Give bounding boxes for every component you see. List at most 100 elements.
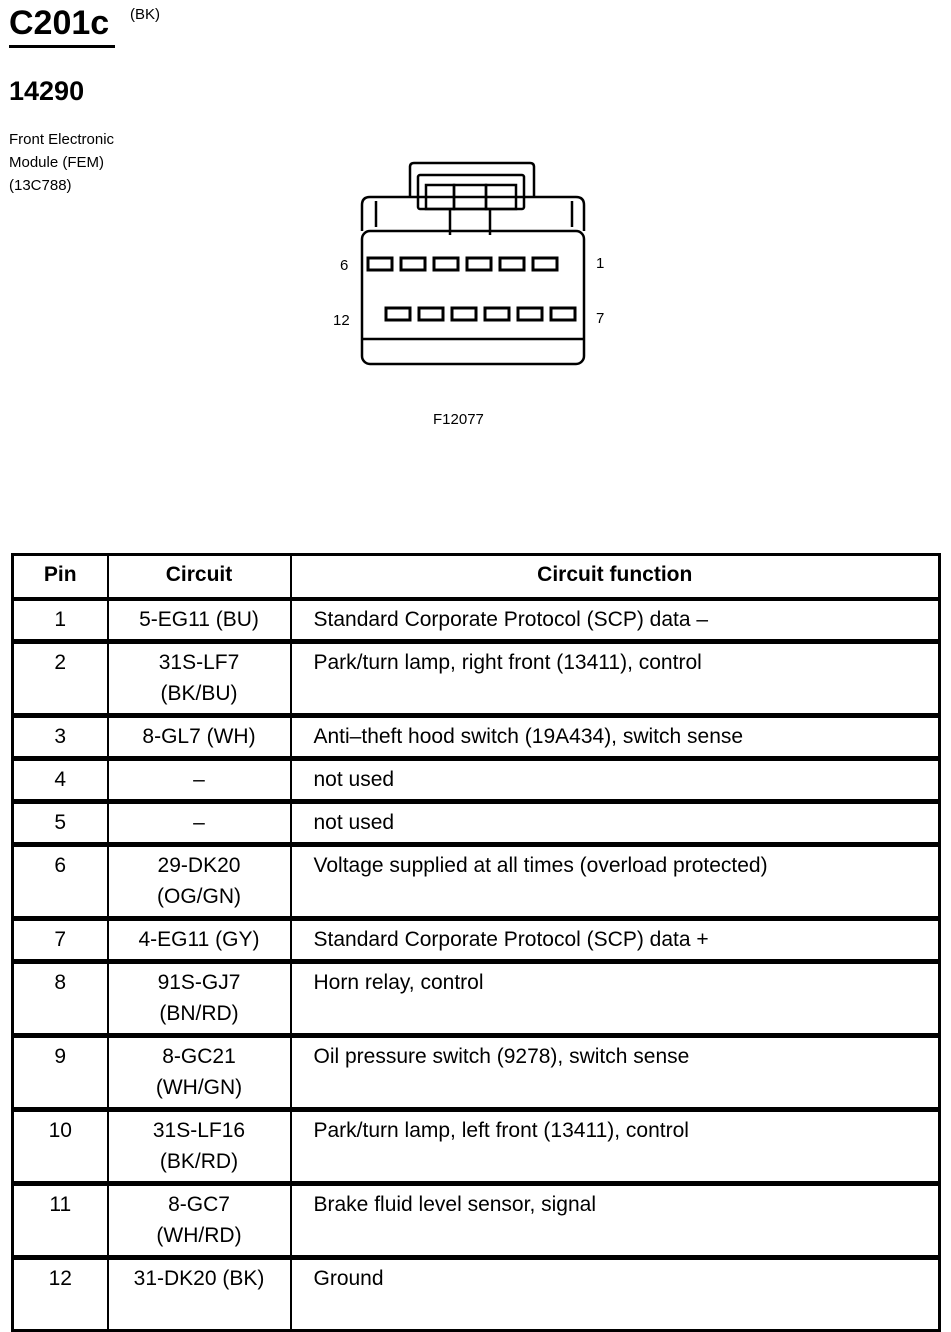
cell-circuit: 31S-LF16 (BK/RD) [106, 1108, 292, 1185]
cell-circuit: 8-GL7 (WH) [106, 714, 292, 760]
circuit-line: (BK/BU) [160, 682, 238, 705]
pin-cavity [531, 256, 559, 272]
circuit-line: 29-DK20 [157, 854, 241, 877]
cell-pin: 5 [11, 800, 109, 846]
circuit-line: 91S-GJ7 [157, 971, 241, 994]
cell-pin: 1 [11, 598, 109, 643]
pin-cavity [399, 256, 427, 272]
circuit-line: 8-GC7 [168, 1193, 230, 1216]
cell-circuit: 5-EG11 (BU) [106, 598, 292, 643]
pin-cavity [516, 306, 544, 322]
pin-label-12: 12 [333, 312, 350, 329]
cell-circuit: 91S-GJ7 (BN/RD) [106, 960, 292, 1037]
pin-label-7: 7 [596, 310, 604, 327]
cell-circuit: 29-DK20 (OG/GN) [106, 843, 292, 920]
pin-cavity [498, 256, 526, 272]
cell-circuit-function: Standard Corporate Protocol (SCP) data + [289, 917, 941, 963]
cell-pin: 10 [11, 1108, 109, 1185]
table-row: 10 31S-LF16 (BK/RD) Park/turn lamp, left fr… [11, 1108, 941, 1185]
pin-label-1: 1 [596, 255, 604, 272]
column-header-circuit-function: Circuit function [289, 553, 941, 600]
table-header-row: Pin Circuit Circuit function [11, 553, 941, 600]
cell-pin: 9 [11, 1034, 109, 1111]
cell-pin: 6 [11, 843, 109, 920]
pin-cavity [465, 256, 493, 272]
circuit-line: (OG/GN) [157, 885, 241, 908]
column-header-circuit: Circuit [106, 553, 292, 600]
cell-circuit-function: Standard Corporate Protocol (SCP) data – [289, 598, 941, 643]
circuit-line: – [193, 768, 205, 791]
cell-pin: 8 [11, 960, 109, 1037]
pin-cavity-row-bottom [384, 306, 577, 322]
connector-housing [360, 161, 586, 366]
cell-pin: 11 [11, 1182, 109, 1259]
cell-circuit-function: not used [289, 757, 941, 803]
cell-pin: 7 [11, 917, 109, 963]
cell-circuit: – [106, 800, 292, 846]
cell-circuit-function: Brake fluid level sensor, signal [289, 1182, 941, 1259]
table-row: 11 8-GC7 (WH/RD) Brake fluid level sensor, … [11, 1182, 941, 1259]
table-row: 7 4-EG11 (GY) Standard Corporate Protocol … [11, 917, 941, 963]
pin-cavity [384, 306, 412, 322]
pin-label-6: 6 [340, 257, 348, 274]
cell-pin: 3 [11, 714, 109, 760]
cell-circuit: 31-DK20 (BK) [106, 1256, 292, 1332]
cell-circuit: 8-GC7 (WH/RD) [106, 1182, 292, 1259]
connector-face-diagram: 6 1 12 7 [333, 161, 604, 366]
circuit-line: 5-EG11 (BU) [139, 608, 259, 631]
cell-circuit: 8-GC21 (WH/GN) [106, 1034, 292, 1111]
module-name-line: (13C788) [9, 177, 72, 194]
table-row: 3 8-GL7 (WH) Anti–theft hood switch (19A43… [11, 714, 941, 760]
pin-cavity [432, 256, 460, 272]
cell-circuit: 31S-LF7(BK/BU) [106, 640, 292, 717]
table-row: 12 31-DK20 (BK) Ground [11, 1256, 941, 1332]
pin-cavity [549, 306, 577, 322]
module-name: Front Electronic Module (FEM) (13C788) [9, 128, 114, 197]
pin-cavity [450, 306, 478, 322]
connector-color: (BK) [130, 6, 160, 23]
cell-circuit-function: Voltage supplied at all times (overload … [289, 843, 941, 920]
circuit-line: (WH/RD) [156, 1224, 242, 1247]
figure-id: F12077 [433, 411, 484, 428]
circuit-line: 4-EG11 (GY) [138, 928, 260, 951]
table-row: 9 8-GC21 (WH/GN) Oil pressure switch (9278)… [11, 1034, 941, 1111]
part-number: 14290 [9, 76, 85, 106]
pin-cavity [483, 306, 511, 322]
cell-circuit-function: Park/turn lamp, right front (13411), con… [289, 640, 941, 717]
pinout-table-body: 1 5-EG11 (BU) Standard Corporate Protocol … [11, 598, 941, 1332]
cell-circuit-function: Ground [289, 1256, 941, 1332]
cell-circuit-function: not used [289, 800, 941, 846]
circuit-line: (BK/RD) [159, 1150, 239, 1173]
pinout-table: Pin Circuit Circuit function 1 5-EG11 (BU… [11, 553, 941, 1332]
circuit-line: 8-GC21 [162, 1045, 236, 1068]
cell-circuit: 4-EG11 (GY) [106, 917, 292, 963]
pin-cavity-row-top [366, 256, 559, 272]
circuit-line: (WH/GN) [155, 1076, 243, 1099]
table-row: 6 29-DK20 (OG/GN) Voltage supplied at all t… [11, 843, 941, 920]
circuit-line: 31S-LF16 [152, 1119, 246, 1142]
pin-cavity [417, 306, 445, 322]
table-row: 4 – not used [11, 757, 941, 803]
circuit-line: (BN/RD) [159, 1002, 239, 1025]
module-name-line: Module (FEM) [9, 154, 105, 171]
cell-circuit-function: Oil pressure switch (9278), switch sense [289, 1034, 941, 1111]
table-row: 5 – not used [11, 800, 941, 846]
circuit-line: 31-DK20 (BK) [133, 1267, 265, 1290]
connector-id-underline [9, 45, 115, 48]
connector-id: C201c [9, 4, 110, 42]
cell-circuit-function: Horn relay, control [289, 960, 941, 1037]
pin-cavity [366, 256, 394, 272]
cell-pin: 2 [11, 640, 109, 717]
cell-circuit-function: Park/turn lamp, left front (13411), cont… [289, 1108, 941, 1185]
cell-pin: 4 [11, 757, 109, 803]
table-row: 1 5-EG11 (BU) Standard Corporate Protocol … [11, 598, 941, 643]
table-row: 8 91S-GJ7 (BN/RD) Horn relay, control [11, 960, 941, 1037]
column-header-pin: Pin [11, 553, 109, 600]
cell-pin: 12 [11, 1256, 109, 1332]
module-name-line: Front Electronic [9, 131, 115, 148]
circuit-line: – [193, 811, 205, 834]
circuit-line: 8-GL7 (WH) [142, 725, 256, 748]
cell-circuit: – [106, 757, 292, 803]
cell-circuit-function: Anti–theft hood switch (19A434), switch … [289, 714, 941, 760]
